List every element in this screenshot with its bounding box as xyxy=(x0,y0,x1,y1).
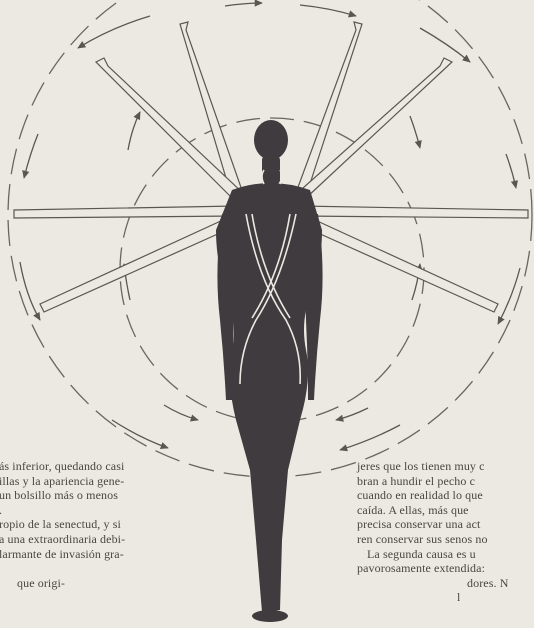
text-line: un bolsillo más o menos xyxy=(0,488,209,503)
text-line: que origi- xyxy=(0,576,209,591)
text-line: cuando en realidad lo que xyxy=(357,488,534,503)
text-line: pavorosamente extendida: xyxy=(357,561,534,576)
text-line: illas y la apariencia gene- xyxy=(0,474,209,489)
text-line: jeres que los tienen muy c xyxy=(357,459,534,474)
text-line: . xyxy=(0,503,209,518)
right-text-column: jeres que los tienen muy c bran a hundir… xyxy=(357,459,534,605)
text-line: ropio de la senectud, y si xyxy=(0,517,209,532)
text-line: dores. N xyxy=(357,576,534,591)
left-text-column: ás inferior, quedando casi illas y la ap… xyxy=(0,459,209,590)
text-line: precisa conservar una act xyxy=(357,517,534,532)
text-line: ren conservar sus senos no xyxy=(357,532,534,547)
text-line xyxy=(0,561,209,576)
text-line: caída. A ellas, más que xyxy=(357,503,534,518)
text-line: larmante de invasión gra- xyxy=(0,547,209,562)
text-line: ás inferior, quedando casi xyxy=(0,459,209,474)
text-line: a una extraordinaria debi- xyxy=(0,532,209,547)
text-line: La segunda causa es u xyxy=(357,547,534,562)
text-line: bran a hundir el pecho c xyxy=(357,474,534,489)
woman-silhouette xyxy=(216,120,323,622)
text-line: l xyxy=(357,590,534,605)
